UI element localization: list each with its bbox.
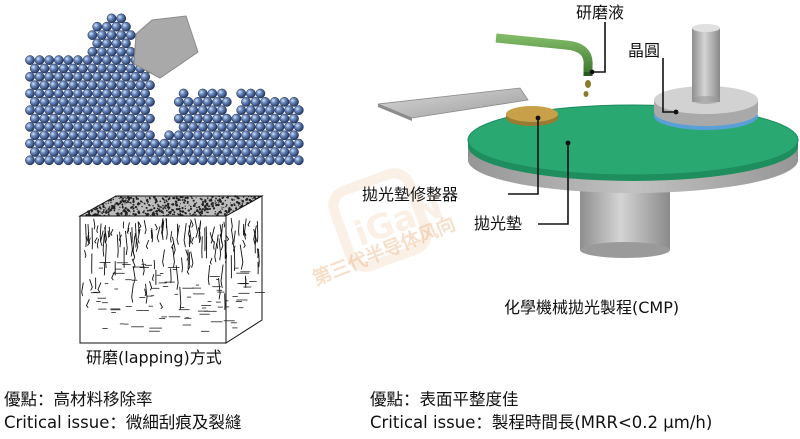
- caption-cmp: 化學機械拋光製程(CMP): [504, 298, 680, 317]
- cmp-machine: [377, 24, 799, 258]
- cmp-critical-issue: Critical issue：製程時間長(MRR<0.2 μm/h): [370, 413, 713, 432]
- label-slurry: 研磨液: [576, 3, 625, 22]
- slurry-drop: [585, 80, 591, 88]
- caption-lapping: 研磨(lapping)方式: [86, 348, 222, 367]
- label-conditioner: 拋光墊修整器: [362, 185, 459, 204]
- lapped-block-illustration: [78, 195, 265, 344]
- carrier-spindle: [692, 28, 720, 102]
- lapping-advantage: 優點：高材料移除率: [4, 390, 153, 409]
- slurry-tube: [495, 33, 593, 72]
- callout-lines: [508, 22, 676, 225]
- conditioner-head: [506, 106, 558, 122]
- abrasive-particle: [133, 15, 199, 79]
- lapping-critical-issue: Critical issue：微細刮痕及裂縫: [4, 413, 242, 432]
- label-pad: 拋光墊: [474, 214, 523, 233]
- label-wafer: 晶圓: [628, 41, 661, 60]
- cmp-advantage: 優點：表面平整度佳: [370, 390, 519, 409]
